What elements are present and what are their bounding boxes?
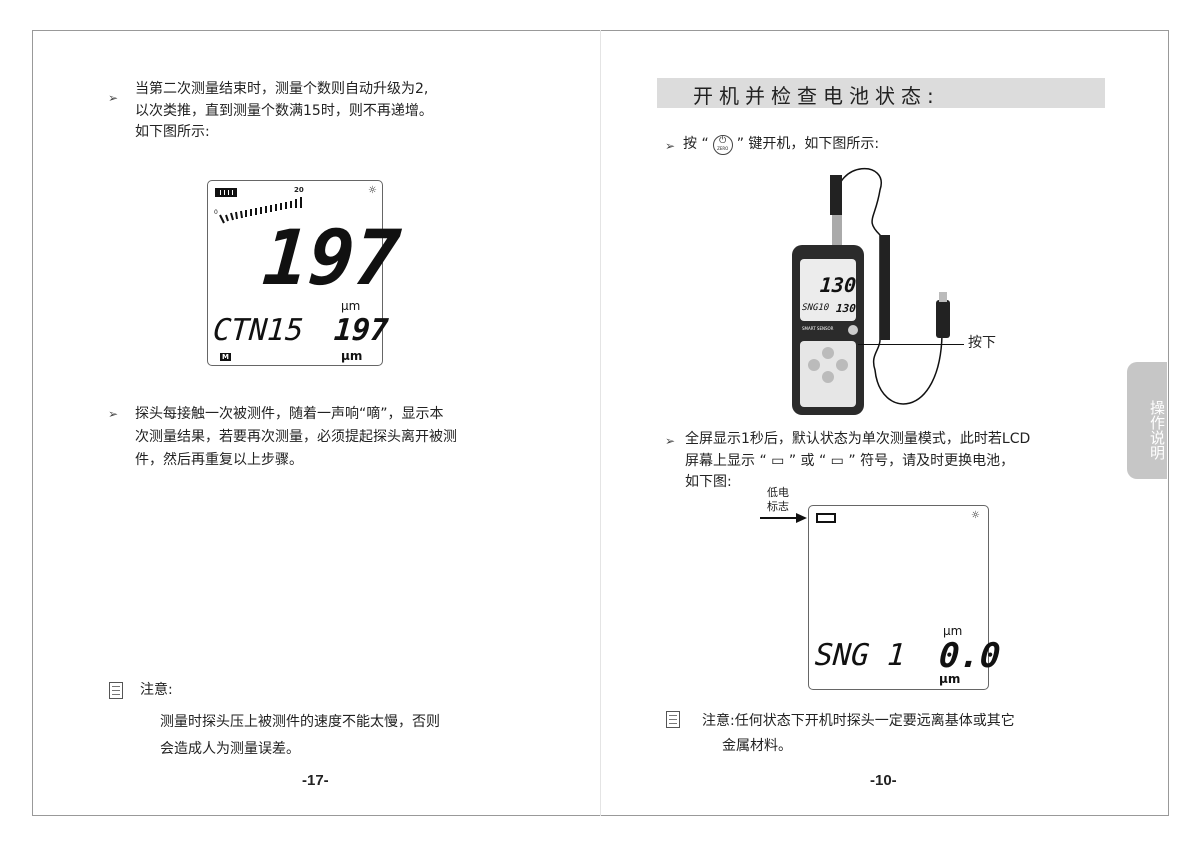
text-line: 标志 xyxy=(767,500,789,513)
low-battery-label: 低电 标志 xyxy=(767,486,789,514)
left-key xyxy=(808,359,820,371)
page-number: -10- xyxy=(870,772,897,789)
device-screen: 130 SNG10 130 xyxy=(800,259,857,321)
sub-unit: μm xyxy=(341,349,363,363)
page-divider xyxy=(600,30,601,816)
main-unit: μm xyxy=(341,299,361,313)
device-keypad xyxy=(800,341,856,407)
text-segment: ” 键开机，如下图所示: xyxy=(736,136,880,152)
sub-reading: 197 xyxy=(332,313,390,348)
text-segment: 按 “ xyxy=(683,136,709,152)
battery-full-icon xyxy=(215,188,237,197)
device-mode-readout: SNG10 xyxy=(801,303,830,313)
text-line: 以次类推，直到测量个数满15时，则不再递增。 xyxy=(135,102,433,119)
section-title: 开机并检查电池状态: xyxy=(693,84,940,108)
device-sub-reading: 130 xyxy=(835,302,857,315)
section-side-tab[interactable]: 操作说明 xyxy=(1127,362,1167,479)
mode-readout: SNG 1 xyxy=(813,638,907,673)
main-reading: 197 xyxy=(259,213,404,302)
bullet-arrow-icon: ➢ xyxy=(108,407,119,421)
text-line: 低电 xyxy=(767,486,789,499)
text-line: 件，然后再重复以上步骤。 xyxy=(135,452,303,468)
text-line: 全屏显示1秒后，默认状态为单次测量模式，此时若LCD xyxy=(685,431,1031,447)
probe-cable xyxy=(830,168,950,405)
scale-max-label: 20 xyxy=(294,186,304,194)
up-key xyxy=(822,347,834,359)
bar-graph-scale xyxy=(219,197,302,224)
text-line: 屏幕上显示 “ ▭ ” 或 “ ▭ ” 符号，请及时更换电池， xyxy=(685,452,1015,469)
text-line: 注意:任何状态下开机时探头一定要远离基体或其它 xyxy=(702,713,1015,729)
unit-bottom: μm xyxy=(939,672,961,686)
battery-low-icon xyxy=(816,513,836,523)
bullet-arrow-icon: ➢ xyxy=(108,91,119,105)
paragraph-power-on: 按 “ ⏻ZERO ” 键开机，如下图所示: xyxy=(683,134,879,156)
down-key xyxy=(822,371,834,383)
arrow-right-icon xyxy=(760,513,807,523)
paragraph-probe-contact: 探头每接触一次被测件，随着一声响“嘀”，显示本 次测量结果，若要再次测量，必须提… xyxy=(135,403,457,472)
right-key xyxy=(836,359,848,371)
text-line: 如下图: xyxy=(685,474,732,490)
scale-min-label: 0 xyxy=(214,209,218,216)
bullet-arrow-icon: ➢ xyxy=(665,434,676,448)
thickness-gauge-illustration: 130 SNG10 130 SMART SENSOR xyxy=(780,160,970,420)
text-line: 测量时探头压上被测件的速度不能太慢，否则 xyxy=(160,714,440,730)
power-key-label: ZERO xyxy=(717,145,729,151)
note-document-icon xyxy=(109,682,123,699)
lcd-display-continuous: 0 20 ☼ 197 μm CTN15 197 M μm xyxy=(207,180,403,366)
reading-value: 0.0 xyxy=(937,636,1002,676)
power-button xyxy=(848,325,858,335)
text-line: 探头每接触一次被测件，随着一声响“嘀”，显示本 xyxy=(135,406,444,422)
backlight-bulb-icon: ☼ xyxy=(368,185,377,196)
unit-top: μm xyxy=(943,624,963,638)
text-line: 当第二次测量结束时，测量个数则自动升级为2, xyxy=(135,81,429,97)
mode-readout: CTN15 xyxy=(211,313,305,348)
text-line: 次测量结果，若要再次测量，必须提起探头离开被测 xyxy=(135,429,457,445)
bullet-arrow-icon: ➢ xyxy=(665,139,676,153)
callout-line xyxy=(858,344,964,345)
paragraph-count-increment: 当第二次测量结束时，测量个数则自动升级为2, 以次类推，直到测量个数满15时，则… xyxy=(135,79,433,144)
paragraph-low-battery: 全屏显示1秒后，默认状态为单次测量模式，此时若LCD 屏幕上显示 “ ▭ ” 或… xyxy=(685,429,1030,494)
note-body: 测量时探头压上被测件的速度不能太慢，否则 会造成人为测量误差。 xyxy=(160,709,440,763)
note-document-icon xyxy=(666,711,680,728)
backlight-bulb-icon: ☼ xyxy=(971,510,980,521)
device-main-reading: 130 xyxy=(819,273,857,297)
device-brand-logo: SMART SENSOR xyxy=(802,326,834,331)
memory-badge: M xyxy=(220,353,231,361)
note-body: 注意:任何状态下开机时探头一定要远离基体或其它 金属材料。 xyxy=(702,709,1015,759)
lcd-display-low-battery: ☼ μm SNG 1 0.0 μm xyxy=(808,505,1002,690)
section-header: 开机并检查电池状态: xyxy=(657,78,1105,108)
text-line: 金属材料。 xyxy=(722,738,792,754)
text-line: 如下图所示: xyxy=(135,124,210,140)
device-body: 130 SNG10 130 SMART SENSOR xyxy=(792,245,864,415)
text-line: 会造成人为测量误差。 xyxy=(160,741,300,757)
callout-press-label: 按下 xyxy=(968,335,996,351)
power-key-icon: ⏻ZERO xyxy=(712,134,733,155)
note-label: 注意: xyxy=(140,682,173,698)
page-number: -17- xyxy=(302,772,329,789)
